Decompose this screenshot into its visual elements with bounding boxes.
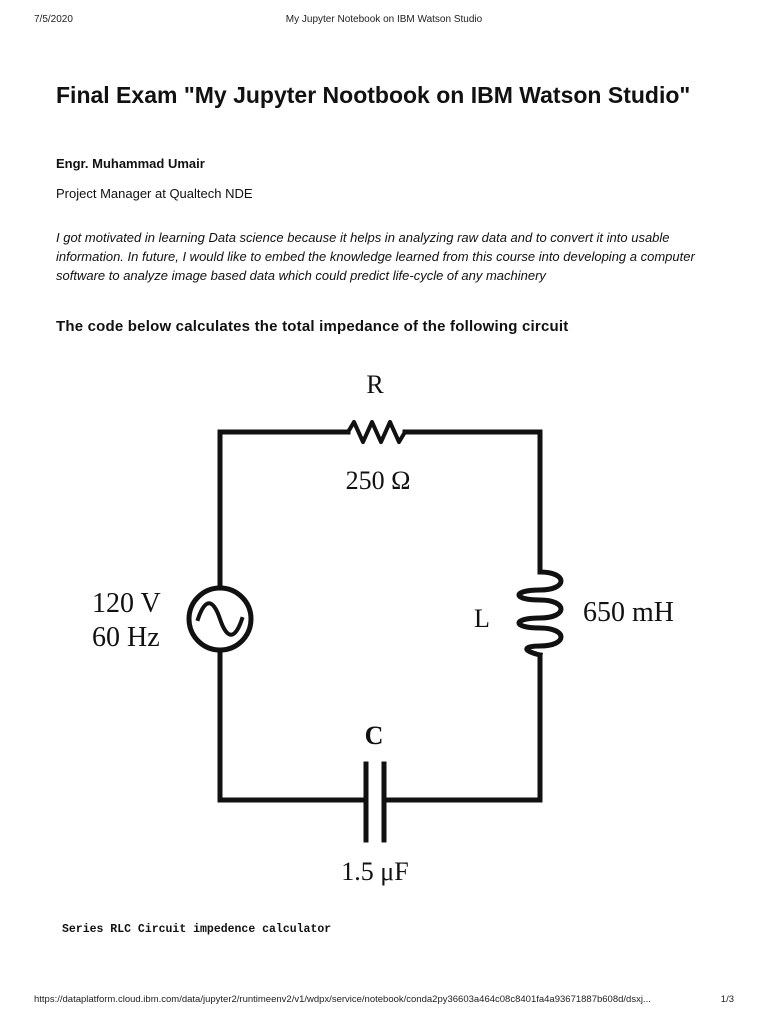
notebook-url: https://dataplatform.cloud.ibm.com/data/…: [34, 994, 651, 1005]
page-number: 1/3: [720, 994, 734, 1005]
resistor-symbol: [345, 420, 408, 444]
print-document-title: My Jupyter Notebook on IBM Watson Studio: [285, 14, 483, 25]
author-position: Project Manager at Qualtech NDE: [56, 186, 253, 201]
ac-sine-wave: [195, 601, 245, 637]
ac-source-circle: [186, 585, 254, 653]
print-header: 7/5/2020 My Jupyter Notebook on IBM Wats…: [0, 14, 768, 28]
source-frequency-label: 60 Hz: [92, 622, 160, 653]
resistor-value: 250 Ω: [346, 466, 411, 495]
page-title: Final Exam "My Jupyter Nootbook on IBM W…: [56, 82, 691, 108]
inductor-label: L: [474, 604, 490, 633]
print-date: 7/5/2020: [34, 14, 73, 25]
capacitor-value: 1.5 μF: [341, 857, 408, 886]
motivation-paragraph: I got motivated in learning Data science…: [56, 230, 695, 283]
wire-right-bottom: [383, 652, 543, 803]
source-voltage-label: 120 V: [92, 588, 161, 619]
resistor-label: R: [366, 370, 384, 399]
rlc-circuit-diagram: R 250 Ω 120 V 60 Hz L 650 mH C 1.5 μF: [92, 370, 674, 886]
section-heading: The code below calculates the total impe…: [56, 318, 569, 335]
code-comment: Series RLC Circuit impedence calculator: [62, 923, 332, 936]
print-footer: https://dataplatform.cloud.ibm.com/data/…: [0, 994, 768, 1008]
capacitor-label: C: [365, 721, 384, 750]
inductor-coil: [516, 569, 564, 659]
wire-top-right: [402, 429, 543, 575]
author-name: Engr. Muhammad Umair: [56, 156, 205, 171]
inductor-value: 650 mH: [583, 597, 674, 628]
